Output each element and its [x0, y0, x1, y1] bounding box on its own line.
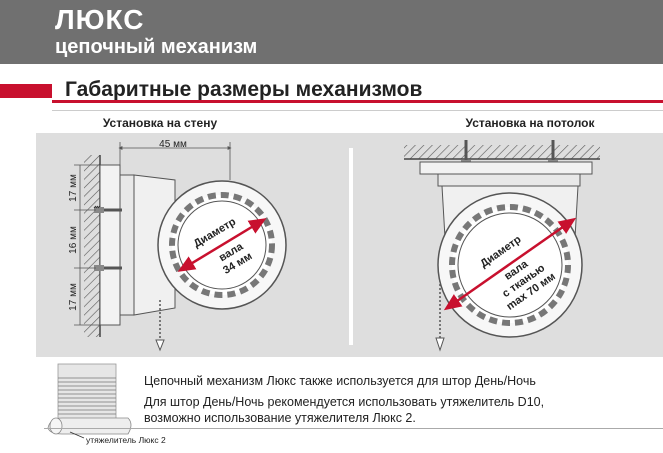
note-line-1: Цепочный механизм Люкс также используетс… — [144, 374, 536, 388]
weight-label: утяжелитель Люкс 2 — [86, 435, 166, 445]
wall-dim-45: 45 мм — [159, 139, 187, 150]
wall-mount-drawing: Диаметр вала 34 мм 45 мм 17 мм 16 мм 17 … — [68, 139, 287, 352]
accent-bar — [0, 84, 52, 98]
section-rule — [52, 100, 663, 103]
header-banner: ЛЮКС цепочный механизм — [0, 0, 663, 64]
note-line-2: Для штор День/Ночь рекомендуется использ… — [144, 395, 545, 409]
footer-rule — [44, 428, 663, 429]
wall-dim-middle: 16 мм — [68, 226, 79, 254]
caption-rule — [52, 110, 663, 111]
note-line-3: возможно использование утяжелителя Люкс … — [144, 411, 416, 425]
product-title: ЛЮКС — [55, 4, 145, 35]
screw-icon — [94, 265, 122, 271]
wall-caption: Установка на стену — [103, 116, 218, 130]
weight-bar-illustration — [47, 363, 132, 439]
screw-icon — [93, 205, 122, 213]
wall-dim-lower: 17 мм — [68, 283, 79, 311]
wall-dim-upper: 17 мм — [68, 174, 79, 202]
ceiling-mount-drawing: Диаметр вала с тканью max 70 мм — [404, 140, 600, 352]
product-subtitle: цепочный механизм — [55, 36, 258, 58]
section-title: Габаритные размеры механизмов — [65, 78, 423, 101]
ceiling-caption: Установка на потолок — [466, 116, 596, 130]
